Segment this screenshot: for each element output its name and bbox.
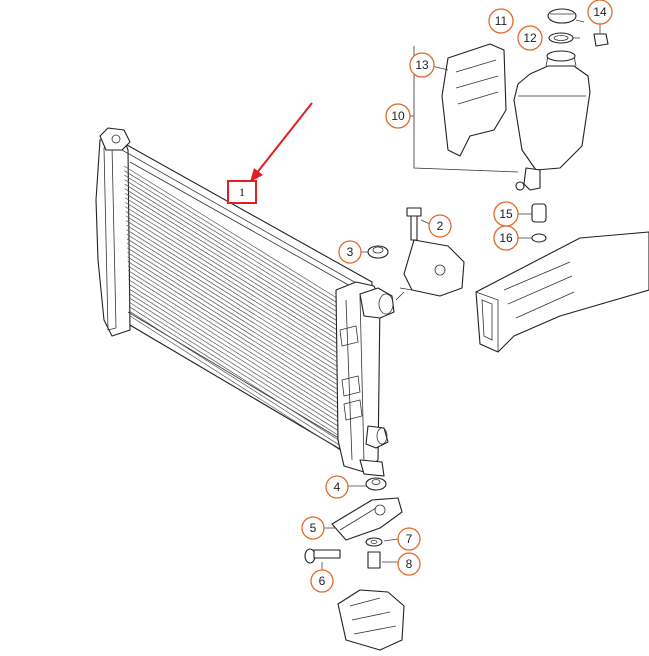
expansion-tank-group — [410, 8, 609, 243]
radiator-fin — [127, 256, 341, 392]
callout-15-label: 15 — [499, 207, 513, 221]
callout-10[interactable]: 10 — [385, 103, 411, 129]
callout-11-label: 11 — [495, 14, 508, 28]
callout-13[interactable]: 13 — [409, 52, 435, 78]
radiator — [95, 127, 395, 477]
callout-10-label: 10 — [391, 109, 405, 123]
radiator-fin — [128, 292, 341, 428]
part-2-bolt — [406, 207, 431, 241]
radiator-fin — [129, 302, 341, 437]
callout-2[interactable]: 2 — [428, 214, 452, 238]
body-crossmember — [475, 231, 649, 353]
callout-1[interactable]: 1 — [227, 180, 257, 204]
radiator-fin — [127, 270, 341, 405]
callout-12[interactable]: 12 — [517, 25, 543, 51]
callout-1-label: 1 — [239, 185, 245, 199]
radiator-fin — [125, 211, 341, 346]
part-3-grommet — [360, 245, 389, 259]
radiator-fin — [124, 183, 341, 319]
radiator-fin — [125, 215, 341, 351]
radiator-fin — [125, 197, 341, 333]
callout-13-label: 13 — [415, 58, 429, 72]
callout-14-label: 14 — [593, 5, 607, 19]
radiator-fin — [126, 224, 341, 360]
highlight-arrow — [250, 102, 313, 182]
radiator-fin — [127, 247, 341, 383]
upper-mount-bracket — [395, 239, 465, 301]
callout-12-label: 12 — [523, 31, 537, 45]
callout-3-label: 3 — [347, 245, 354, 259]
radiator-fin — [127, 265, 341, 401]
callout-5[interactable]: 5 — [301, 516, 325, 540]
callout-11[interactable]: 11 — [488, 8, 514, 34]
radiator-fin — [125, 202, 341, 337]
radiator-fin — [128, 279, 341, 414]
callout-16-label: 16 — [499, 231, 513, 245]
callout-7[interactable]: 7 — [397, 527, 421, 551]
radiator-fin — [123, 170, 341, 305]
callout-5-label: 5 — [310, 521, 317, 535]
radiator-fin — [124, 179, 341, 314]
callout-4[interactable]: 4 — [325, 475, 349, 499]
radiator-fin — [124, 174, 341, 310]
radiator-fin — [129, 315, 341, 451]
callout-7-label: 7 — [406, 532, 413, 546]
callout-4-label: 4 — [334, 480, 341, 494]
radiator-fin — [128, 288, 341, 424]
radiator-fin — [123, 165, 341, 301]
callout-8[interactable]: 8 — [397, 552, 421, 576]
callout-8-label: 8 — [406, 557, 413, 571]
radiator-fin — [129, 297, 341, 433]
callout-16[interactable]: 16 — [493, 225, 519, 251]
radiator-fin — [125, 206, 341, 342]
radiator-fin — [128, 274, 341, 410]
radiator-fin — [125, 220, 341, 355]
radiator-fin — [126, 238, 341, 374]
radiator-fin — [126, 233, 341, 369]
lower-mount-group — [304, 477, 405, 651]
callout-6-label: 6 — [319, 574, 326, 588]
radiator-fin — [126, 242, 341, 378]
radiator-fin — [129, 306, 341, 442]
radiator-fin — [126, 229, 341, 364]
callout-3[interactable]: 3 — [338, 240, 362, 264]
callout-2-label: 2 — [437, 219, 444, 233]
callout-15[interactable]: 15 — [493, 201, 519, 227]
radiator-fin — [129, 311, 341, 446]
callout-14[interactable]: 14 — [587, 0, 613, 25]
radiator-fin — [124, 192, 341, 328]
radiator-fin — [124, 188, 341, 324]
radiator-fin — [127, 252, 341, 387]
radiator-fin — [127, 261, 341, 396]
callout-6[interactable]: 6 — [310, 569, 334, 593]
radiator-fin — [128, 283, 341, 419]
